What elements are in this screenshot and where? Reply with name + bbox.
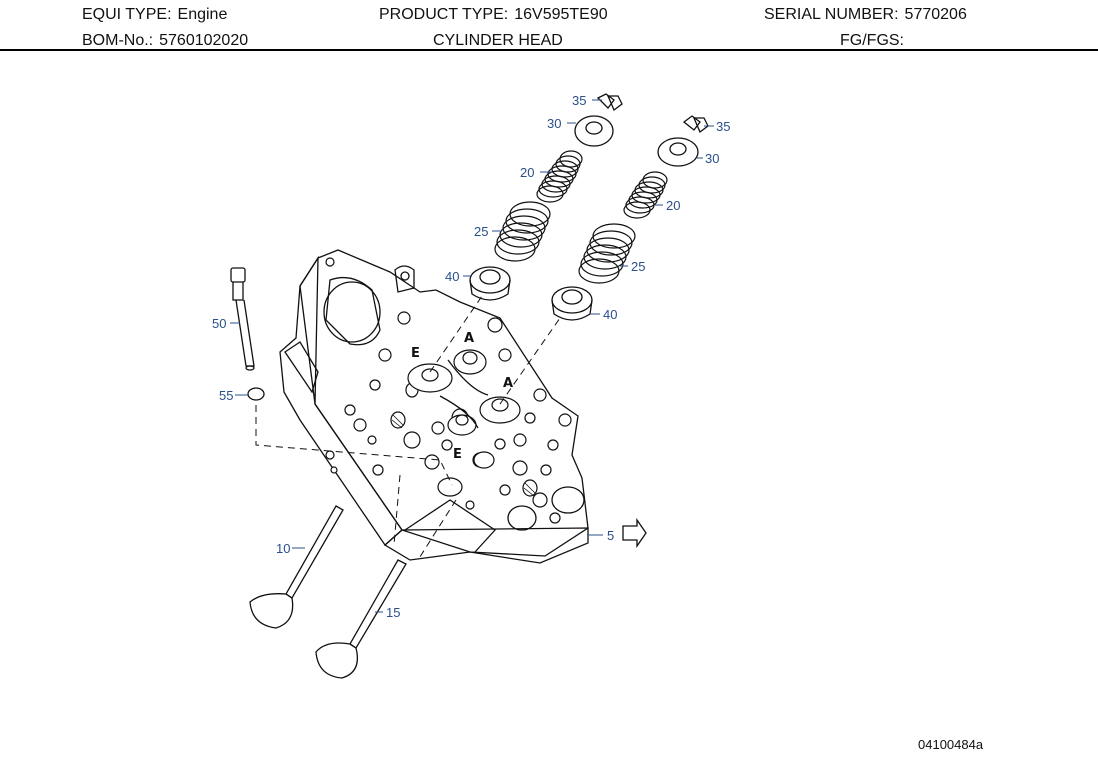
marker-a-upper: A (464, 331, 474, 346)
callout-35-left: 35 (572, 93, 586, 108)
callout-25-right: 25 (631, 259, 645, 274)
valves (249, 505, 407, 679)
callout-5: 5 (607, 528, 614, 543)
drawing-id: 04100484a (918, 737, 984, 752)
page-title: CYLINDER HEAD (433, 32, 563, 49)
callout-50: 50 (212, 316, 226, 331)
callout-10: 10 (276, 541, 290, 556)
callout-20-right: 20 (666, 198, 680, 213)
valve-markers: E A A E (411, 331, 513, 462)
bom-label: BOM-No.: (82, 32, 154, 49)
callout-35-right: 35 (716, 119, 730, 134)
callouts: 35 30 20 25 40 35 30 20 25 40 50 55 10 1… (212, 93, 730, 620)
callout-55: 55 (219, 388, 233, 403)
product-type: PRODUCT TYPE: 16V595TE90 (379, 6, 608, 24)
product-type-label: PRODUCT TYPE: (379, 6, 509, 23)
callout-25-left: 25 (474, 224, 488, 239)
marker-a-lower: A (503, 376, 513, 391)
callout-30-left: 30 (547, 116, 561, 131)
serial-number-value: 5770206 (904, 6, 967, 23)
header-rule (0, 49, 1098, 51)
bom-number: BOM-No.: 5760102020 (82, 32, 248, 50)
reference-arrow-icon (622, 517, 647, 549)
cylinder-head (279, 249, 589, 564)
marker-e-lower: E (453, 447, 462, 462)
callout-30-right: 30 (705, 151, 719, 166)
leader-lines (230, 99, 714, 613)
fg-label: FG/FGS: (840, 32, 904, 49)
assembly-lines (255, 295, 561, 561)
callout-40-left: 40 (445, 269, 459, 284)
equi-type-label: EQUI TYPE: (82, 6, 172, 23)
valve-stack-right (551, 115, 709, 321)
sleeve-part (230, 267, 265, 401)
bom-value: 5760102020 (159, 32, 249, 49)
serial-number-label: SERIAL NUMBER: (764, 6, 899, 23)
callout-40-right: 40 (603, 307, 617, 322)
callout-20-left: 20 (520, 165, 534, 180)
serial-number: SERIAL NUMBER: 5770206 (764, 6, 967, 24)
marker-e-upper: E (411, 346, 420, 361)
equi-type: EQUI TYPE: Engine (82, 6, 227, 24)
valve-stack-left (469, 93, 623, 301)
equi-type-value: Engine (177, 6, 228, 23)
fg-fgs: FG/FGS: (840, 32, 910, 50)
product-type-value: 16V595TE90 (514, 6, 608, 23)
callout-15: 15 (386, 605, 400, 620)
